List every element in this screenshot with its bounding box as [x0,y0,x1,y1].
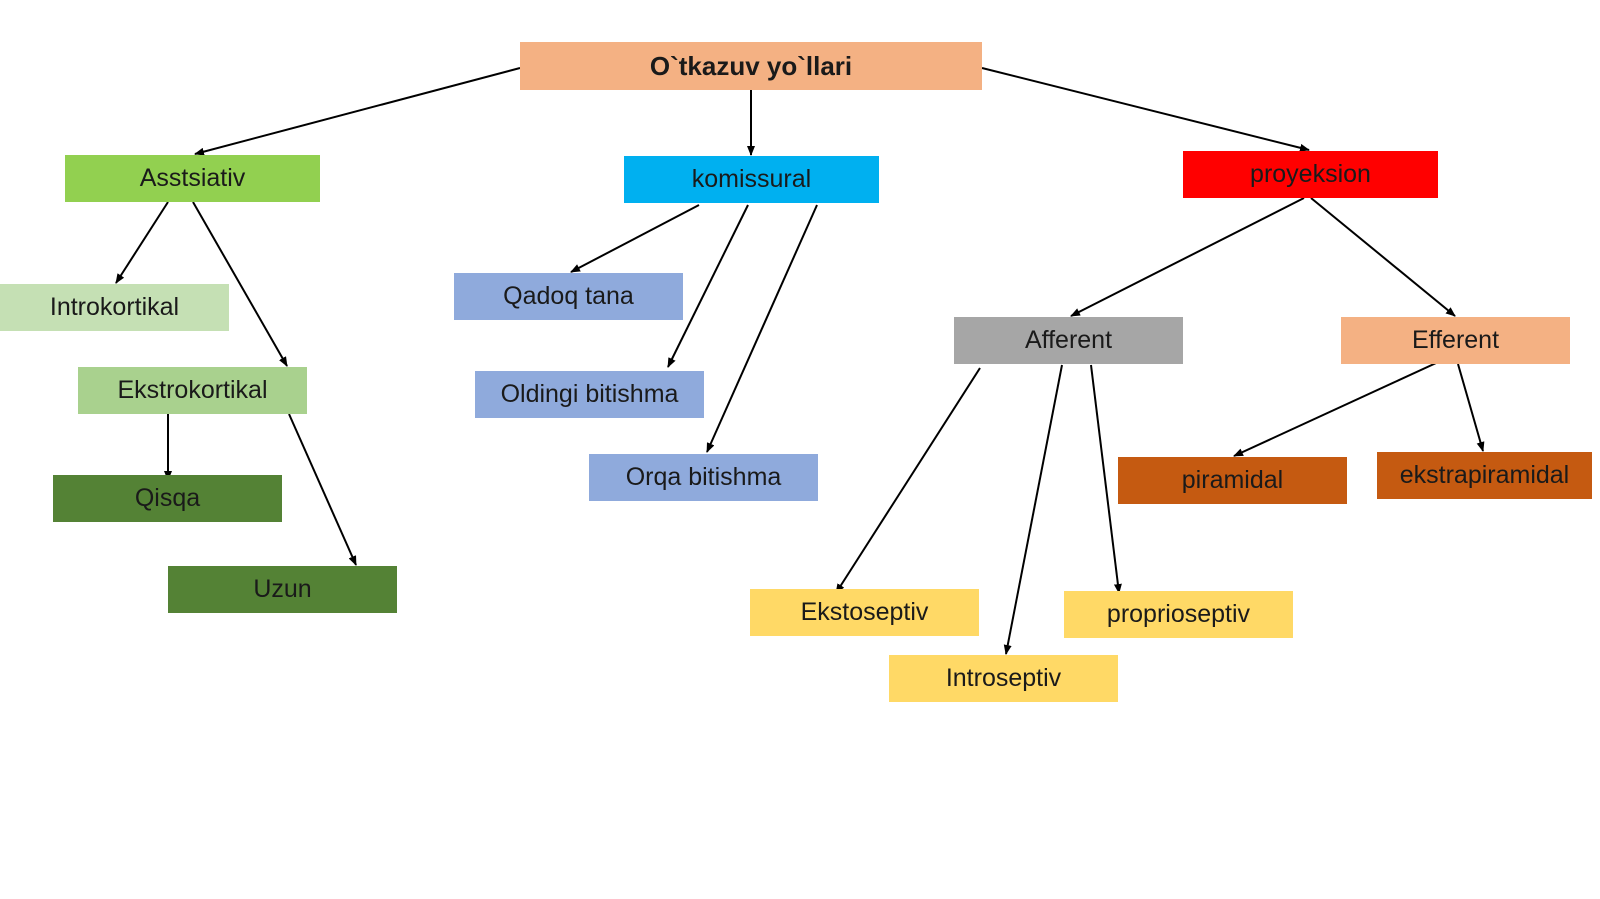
arrow-afferent-to-interoceptive [1003,364,1063,655]
arrow-commissural-to-corpus-callosum [570,204,700,273]
afferent-node-label: Afferent [1024,326,1113,354]
extrapyramidal-node-label: ekstrapiramidal [1399,461,1570,489]
extrapyramidal-node: ekstrapiramidal [1377,452,1592,499]
pyramidal-node: piramidal [1118,457,1347,504]
root-node: O`tkazuv yo`llari [520,42,982,90]
arrow-commissural-to-anterior [667,204,749,368]
posterior-commissure-node: Orqa bitishma [589,454,818,501]
arrow-afferent-to-exteroceptive [835,367,981,594]
efferent-node-label: Efferent [1411,326,1500,354]
arrow-projection-to-afferent [1070,197,1305,317]
anterior-commissure-node: Oldingi bitishma [475,371,704,418]
root-node-label: O`tkazuv yo`llari [649,50,853,81]
corpus-callosum-node: Qadoq tana [454,273,683,320]
arrow-root-to-associative [194,67,521,156]
arrow-associative-to-intracortical [115,201,169,284]
intracortical-node-label: Introkortikal [49,293,180,321]
associative-node: Asstsiativ [65,155,320,202]
projection-node-label: proyeksion [1250,160,1371,188]
extracortical-node-label: Ekstrokortikal [117,376,268,404]
commissural-node-label: komissural [691,165,812,193]
posterior-commissure-node-label: Orqa bitishma [625,463,782,491]
intracortical-node: Introkortikal [0,284,229,331]
corpus-callosum-node-label: Qadoq tana [503,282,634,310]
exteroceptive-node-label: Ekstoseptiv [800,598,929,626]
proprioceptive-node-label: proprioseptiv [1106,600,1251,628]
long-node-label: Uzun [253,575,312,603]
arrow-root-to-projection [981,67,1310,152]
arrow-efferent-to-pyramidal [1233,357,1448,457]
projection-node: proyeksion [1183,151,1438,198]
efferent-node: Efferent [1341,317,1570,364]
arrow-afferent-to-proprioceptive [1090,364,1122,594]
short-node: Qisqa [53,475,282,522]
interoceptive-node: Introseptiv [889,655,1118,702]
arrow-extracortical-to-long [288,413,357,566]
associative-node-label: Asstsiativ [139,164,246,192]
arrow-commissural-to-posterior [706,204,818,453]
anterior-commissure-node-label: Oldingi bitishma [500,380,679,408]
exteroceptive-node: Ekstoseptiv [750,589,979,636]
afferent-node: Afferent [954,317,1183,364]
arrow-associative-to-extracortical [192,201,288,367]
arrow-projection-to-efferent [1310,197,1456,317]
short-node-label: Qisqa [134,484,201,512]
pyramidal-node-label: piramidal [1181,466,1284,494]
proprioceptive-node: proprioseptiv [1064,591,1293,638]
arrow-efferent-to-extrapyramidal [1457,363,1485,452]
long-node: Uzun [168,566,397,613]
extracortical-node: Ekstrokortikal [78,367,307,414]
commissural-node: komissural [624,156,879,203]
interoceptive-node-label: Introseptiv [945,664,1062,692]
